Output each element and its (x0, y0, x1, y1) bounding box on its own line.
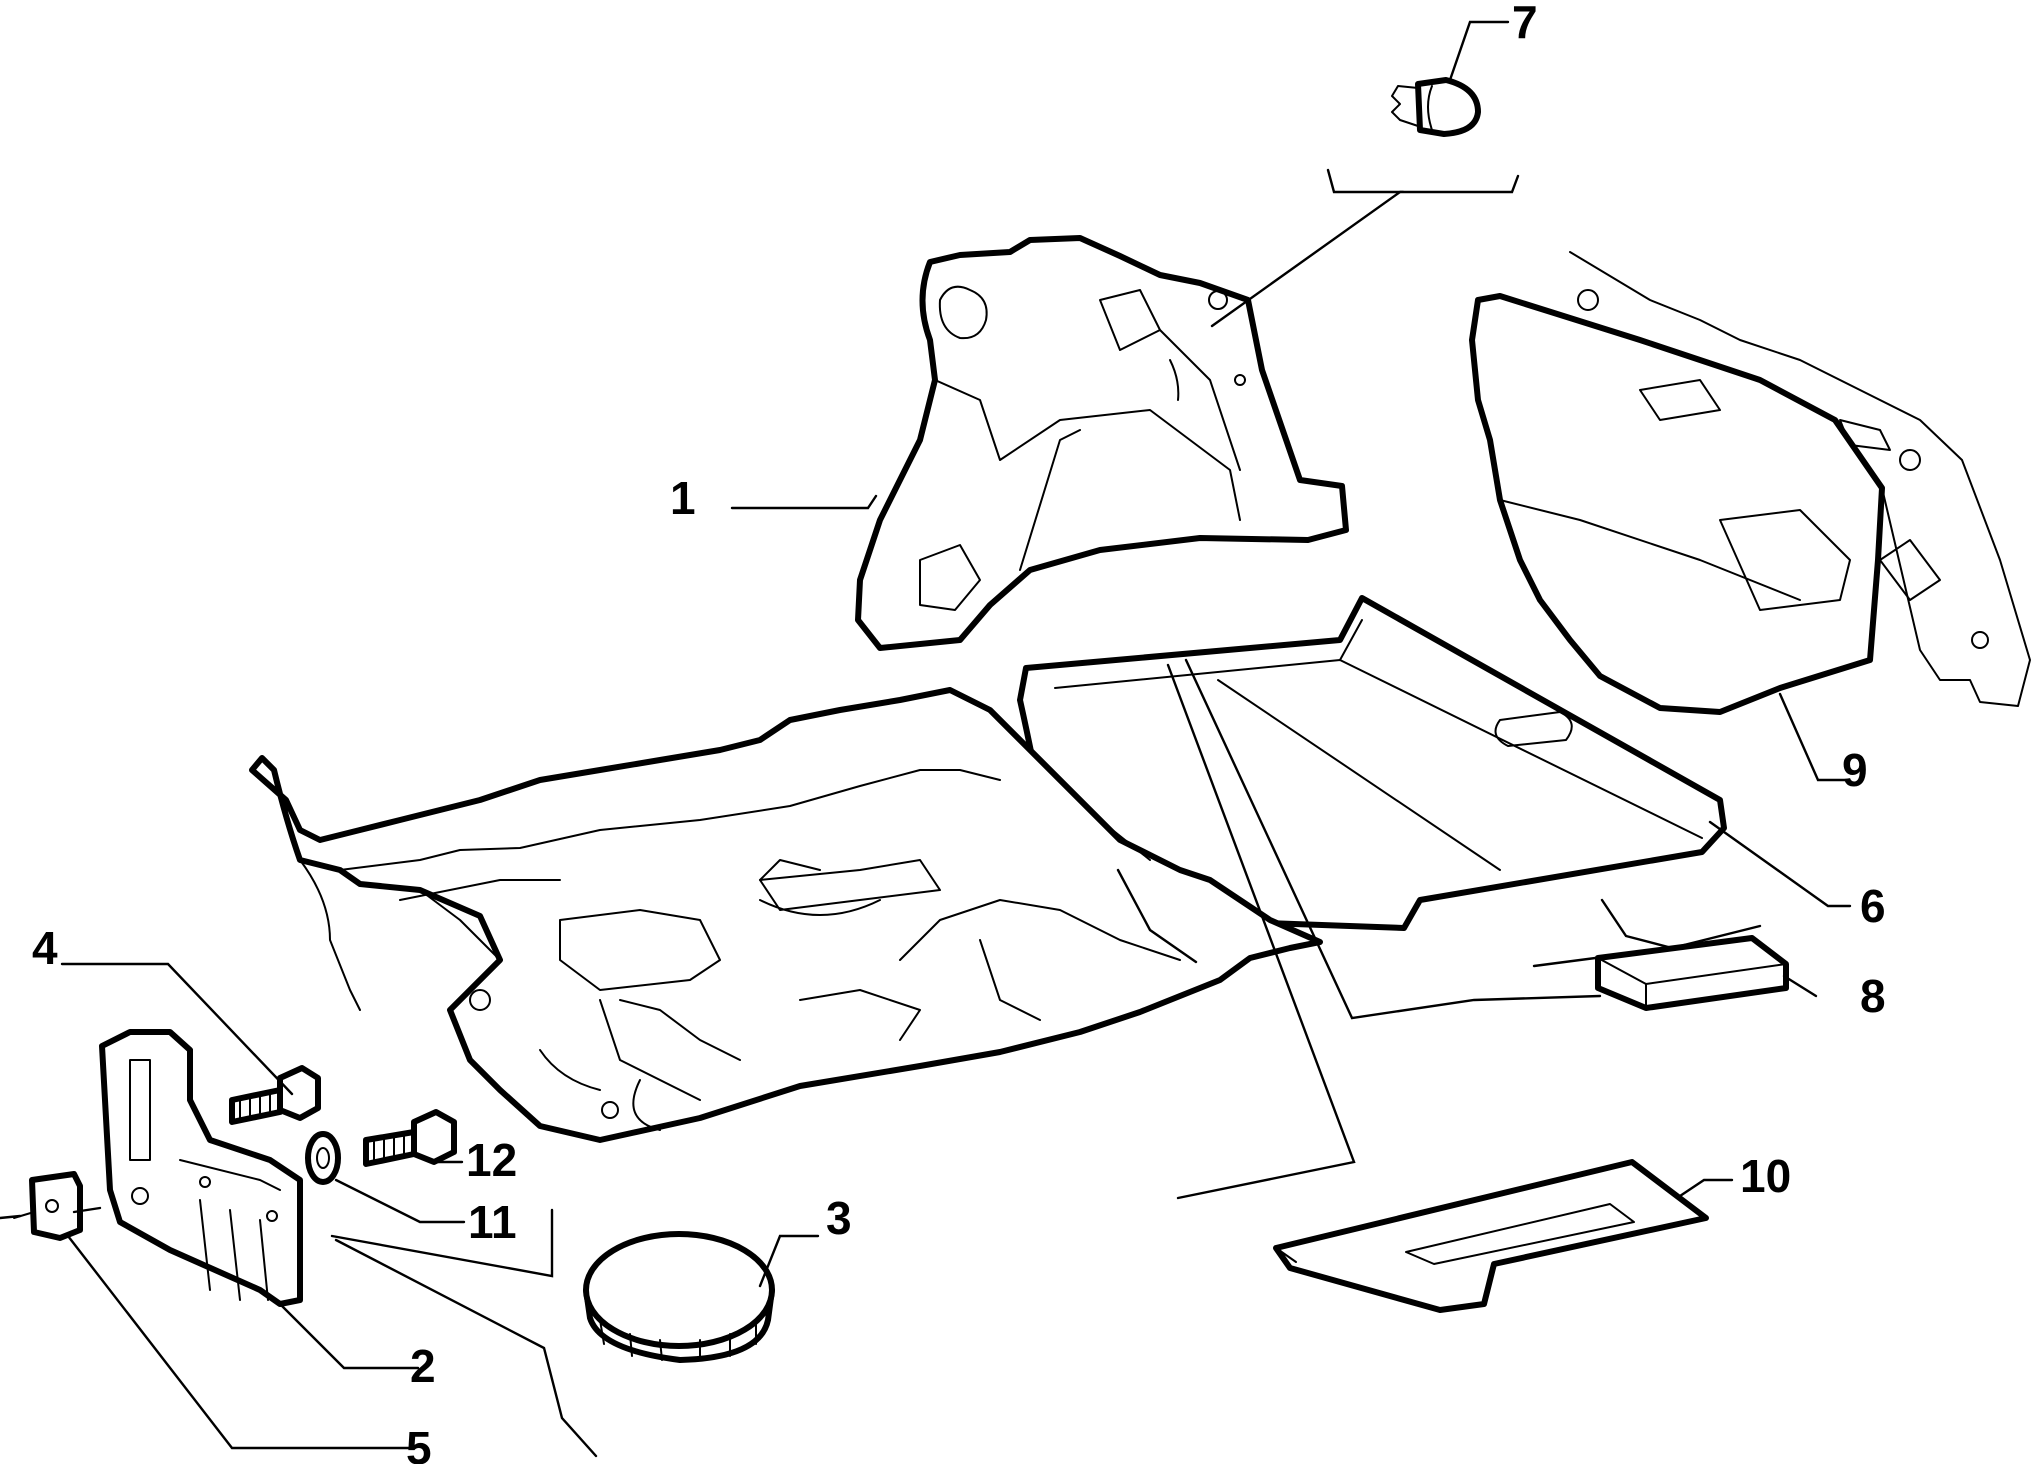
callout-5: 5 (406, 1422, 432, 1464)
leader-lines (0, 20, 1852, 1458)
part-1-left-side-trim (855, 235, 1349, 651)
part-7-clip (1391, 77, 1481, 137)
part-2-shield (99, 1029, 303, 1307)
callout-12: 12 (466, 1134, 517, 1186)
callout-2: 2 (410, 1340, 436, 1392)
callout-labels: 7 1 9 6 8 10 3 4 12 11 2 5 (32, 0, 1886, 1464)
callout-11: 11 (468, 1196, 517, 1248)
floor-carpet (249, 687, 1323, 1143)
part-10-mat (1273, 1159, 1709, 1313)
callout-6: 6 (1860, 880, 1886, 932)
callout-10: 10 (1740, 1150, 1791, 1202)
part-3-cap (583, 1231, 775, 1363)
part-8-block (1595, 935, 1789, 1011)
part-11-washer (305, 1131, 341, 1185)
callout-1: 1 (670, 472, 696, 524)
part-4-bolt (229, 1065, 321, 1125)
callout-8: 8 (1860, 970, 1886, 1022)
part-12-bolt (363, 1109, 457, 1167)
part-5-clip (13, 1171, 83, 1241)
callout-3: 3 (826, 1192, 852, 1244)
callout-7: 7 (1512, 0, 1538, 48)
callout-9: 9 (1842, 744, 1868, 796)
callout-4: 4 (32, 922, 58, 974)
part-9-right-side-trim (1469, 251, 2031, 715)
